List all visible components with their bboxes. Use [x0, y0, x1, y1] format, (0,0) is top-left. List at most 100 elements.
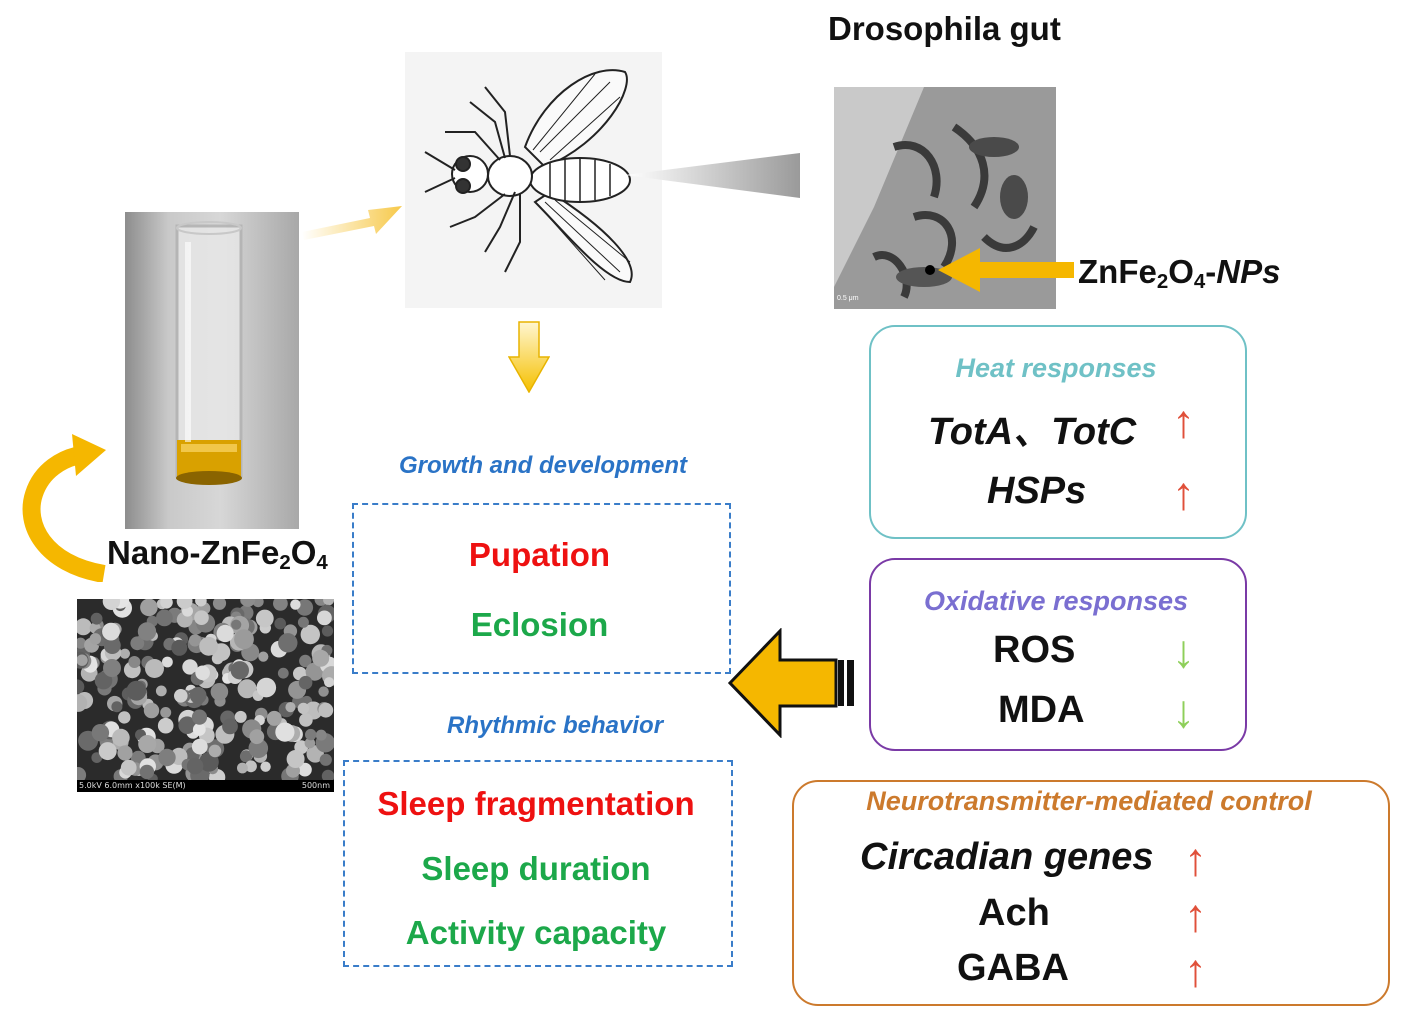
tem-scale: 0.5 μm — [837, 295, 859, 302]
sem-particle — [239, 750, 253, 763]
sem-particle — [249, 729, 265, 745]
ros-label: ROS — [993, 629, 1076, 671]
sem-particle — [248, 738, 269, 759]
sem-particle — [318, 686, 329, 697]
circadian-up-arrow-icon: ↑ — [1184, 833, 1207, 885]
sem-particle — [126, 680, 147, 701]
sem-particle — [155, 685, 167, 697]
sem-particle — [312, 649, 330, 667]
sem-particle — [128, 656, 141, 668]
sem-particle — [255, 609, 274, 628]
sem-particle — [192, 723, 206, 736]
sem-particle — [230, 661, 249, 680]
beam — [625, 153, 800, 198]
sem-particle — [286, 750, 305, 768]
sem-particle — [297, 616, 309, 628]
sem-particle — [176, 599, 193, 609]
mda-label: MDA — [998, 689, 1085, 731]
sem-particle — [103, 659, 121, 677]
sem-particle — [194, 610, 209, 625]
down-arrow-icon — [508, 321, 550, 393]
sem-particle — [77, 654, 88, 666]
sem-particle — [258, 651, 269, 662]
sem-particle — [195, 599, 207, 607]
nano-znfe2o4-label: Nano-ZnFe2O4 — [107, 534, 328, 575]
sem-particle — [297, 702, 310, 715]
big-left-arrow-icon — [728, 628, 854, 738]
sem-particle — [189, 687, 207, 704]
sem-particle — [296, 599, 314, 616]
drosophila-gut-label: Drosophila gut — [828, 10, 1061, 47]
sem-particle — [222, 718, 238, 735]
sem-particle — [94, 671, 113, 690]
sem-particle — [290, 599, 301, 610]
sem-particle — [245, 760, 257, 773]
sem-particle — [120, 759, 137, 776]
sleep-fragmentation-label: Sleep fragmentation — [377, 785, 695, 822]
sem-particle — [89, 633, 102, 645]
sem-particle — [188, 634, 202, 647]
oxidative-responses-box — [869, 558, 1247, 751]
sem-particle — [285, 702, 296, 713]
eclosion-label: Eclosion — [470, 606, 609, 643]
sem-particle — [160, 599, 173, 609]
gaba-label: GABA — [957, 947, 1069, 989]
sem-particle — [162, 656, 173, 668]
curved-arrow-icon — [22, 434, 106, 582]
sem-particle — [277, 667, 289, 679]
sem-particle — [315, 729, 327, 741]
sem-particle — [174, 689, 188, 703]
sem-particle — [145, 659, 164, 678]
pupation-label: Pupation — [468, 536, 611, 573]
sem-particle — [140, 599, 158, 617]
sem-particle — [298, 762, 312, 777]
growth-box — [352, 503, 731, 674]
activity-capacity-label: Activity capacity — [405, 914, 667, 951]
sem-particle — [298, 675, 313, 690]
sem-particle — [234, 629, 254, 650]
sem-particle — [299, 713, 313, 727]
sem-particle — [273, 599, 288, 611]
sem-particle — [77, 767, 87, 784]
sem-particle — [274, 617, 286, 630]
sem-particle — [112, 728, 130, 747]
ros-down-arrow-icon: ↓ — [1172, 625, 1195, 677]
sem-particle — [191, 738, 208, 755]
sem-particle — [199, 636, 218, 656]
sem-particle — [171, 639, 188, 656]
sem-particle — [231, 619, 242, 630]
sem-particle — [237, 762, 248, 774]
sem-particle — [299, 654, 312, 668]
sem-particle — [260, 761, 271, 772]
sem-particle — [275, 722, 295, 742]
sem-particle — [77, 637, 87, 649]
hsps-label: HSPs — [987, 470, 1087, 512]
sem-particle — [305, 662, 324, 681]
sem-particle — [321, 769, 334, 783]
sem-particle — [77, 618, 92, 636]
gaba-up-arrow-icon: ↑ — [1184, 944, 1207, 996]
sem-particle — [156, 609, 173, 627]
rhythm-title: Rhythmic behavior — [447, 712, 664, 739]
sleep-duration-label: Sleep duration — [421, 850, 651, 887]
heat-responses-box — [869, 325, 1247, 539]
sem-particle — [256, 677, 277, 698]
sem-particle — [157, 717, 174, 734]
sem-particle — [305, 728, 317, 741]
sem-particle — [240, 599, 256, 607]
sem-particle — [278, 633, 298, 653]
np-pointer-arrow-icon — [938, 248, 1074, 292]
tota-totc-label: TotA、TotC — [928, 411, 1137, 453]
sem-particle — [321, 625, 334, 637]
sem-caption-bar: 5.0kV 6.0mm x100k SE(M) 500nm — [77, 780, 334, 792]
sem-particle — [317, 610, 332, 626]
growth-title: Growth and development — [399, 452, 688, 479]
sem-particle — [210, 683, 229, 701]
sem-particle — [186, 757, 204, 775]
mda-down-arrow-icon: ↓ — [1172, 685, 1195, 737]
sem-particle — [138, 735, 157, 753]
sem-particle — [300, 624, 320, 645]
sem-particle — [195, 665, 210, 681]
rhythm-box — [343, 760, 733, 967]
sem-particle — [77, 679, 85, 694]
